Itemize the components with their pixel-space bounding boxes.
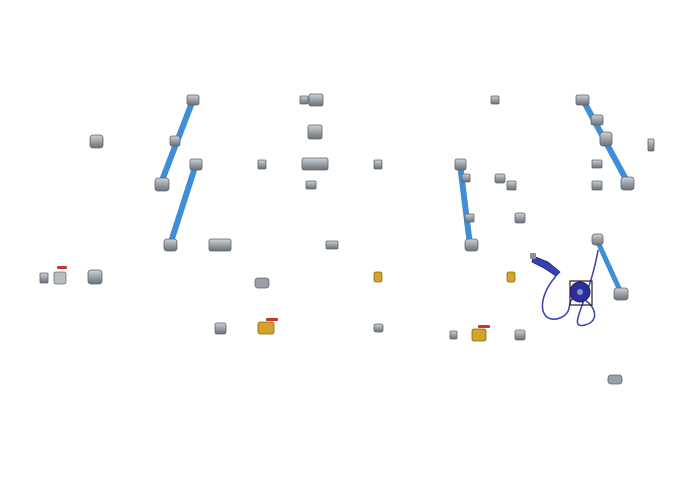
coupler-right-riser bbox=[591, 159, 603, 169]
elbow-inner-top-left bbox=[189, 158, 203, 171]
tee-drop-1-top bbox=[257, 159, 267, 170]
hose-reel-icon bbox=[569, 280, 593, 306]
fittings bbox=[39, 93, 655, 341]
tee-inner-top bbox=[301, 157, 329, 171]
elbow-right-branch-b-bottom bbox=[514, 329, 526, 341]
elbow-outer-top-left bbox=[186, 94, 200, 106]
coupler-inlet-top bbox=[169, 135, 181, 147]
inlet-line bbox=[28, 138, 178, 281]
elbow-branch-bottom-left bbox=[214, 322, 227, 335]
blow-gun-icon bbox=[530, 253, 561, 277]
pipe-inner-left-diagonal bbox=[167, 163, 199, 246]
cap-branch-bottom-right bbox=[373, 323, 384, 333]
cap-right-outlet bbox=[647, 138, 655, 152]
drain-icon bbox=[607, 374, 623, 385]
inner-loop bbox=[167, 161, 473, 248]
coupler-outer-top-1 bbox=[299, 95, 309, 105]
coupler-outer-bottom-1 bbox=[305, 180, 317, 190]
tee-right-branch-a bbox=[461, 173, 471, 183]
coupler-inner-bottom bbox=[325, 240, 339, 250]
cap-right-branch-b-left bbox=[449, 330, 458, 340]
tee-drop-3-top bbox=[506, 180, 517, 191]
elbow-inlet-bottom bbox=[87, 269, 103, 285]
elbow-outer-bottom-right bbox=[620, 176, 635, 191]
drain-icon bbox=[254, 277, 270, 289]
outlets bbox=[53, 266, 623, 385]
tee-drop-mid bbox=[307, 124, 323, 140]
elbow-right-riser-top bbox=[590, 114, 604, 126]
elbow-right-branch-b bbox=[514, 212, 526, 224]
quick-coupler-icon bbox=[373, 271, 383, 283]
elbow-right-diagonal-top bbox=[591, 233, 604, 246]
tee-inner-bottom-branch bbox=[208, 238, 232, 252]
tee-right-branch-b bbox=[464, 213, 475, 223]
tee-outer-top bbox=[308, 93, 324, 107]
ball-valve-icon bbox=[53, 266, 67, 285]
elbow-inner-bottom-left bbox=[163, 238, 178, 252]
coupler-inlet-horizontal bbox=[39, 272, 49, 284]
quick-coupler-icon bbox=[506, 271, 516, 283]
coupler-outer-top-2 bbox=[490, 95, 500, 105]
elbow-outer-top-right bbox=[575, 94, 590, 106]
pipe-right-diagonal-drop bbox=[594, 238, 625, 297]
tee-drop-2-top bbox=[373, 159, 383, 170]
elbow-inner-bottom-right bbox=[464, 238, 479, 252]
elbow-right-branch-a bbox=[494, 173, 506, 184]
ball-valve-icon bbox=[257, 318, 278, 335]
elbow-right-outlet bbox=[599, 131, 613, 147]
elbow-outer-bottom-left bbox=[154, 177, 170, 192]
elbow-inlet-top bbox=[89, 134, 104, 149]
drops bbox=[217, 164, 380, 331]
tee-right-riser-bottom bbox=[591, 180, 603, 191]
elbow-right-diagonal-bottom bbox=[613, 287, 629, 301]
elbow-inner-top-right bbox=[454, 158, 467, 171]
ball-valve-icon bbox=[471, 325, 490, 342]
outer-loop bbox=[158, 97, 655, 188]
